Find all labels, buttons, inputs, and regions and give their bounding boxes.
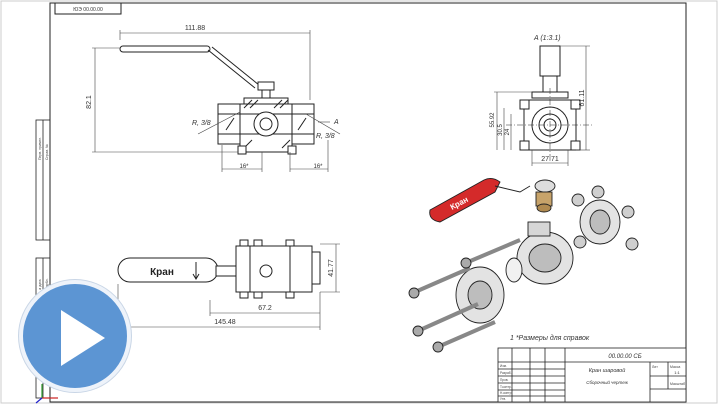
dim-view-height-a: 55.92 <box>490 112 496 128</box>
note: 1 *Размеры для справок <box>510 334 590 342</box>
left-strip-label: Перв. примен. <box>38 137 42 160</box>
view-a-dimensions <box>494 45 590 166</box>
dim-side-left: 16* <box>239 164 249 170</box>
play-button[interactable] <box>19 280 131 392</box>
title-row: Пров. <box>500 378 509 382</box>
left-strip-label: Справ. № <box>45 144 49 160</box>
handle-label: Кран <box>150 267 174 278</box>
dim-view-width: 27.71 <box>541 156 559 163</box>
dim-view-height-c: 24 <box>505 128 511 135</box>
title-scale: Масштаб <box>670 382 685 386</box>
stamp-box <box>54 2 122 15</box>
left-strip-label: Подп. и дата <box>38 279 42 300</box>
title-row: Н.контр. <box>500 391 512 395</box>
title-name-line2: Сборочный чертеж <box>586 379 628 385</box>
dim-plan-mid: 67.2 <box>258 305 272 312</box>
title-doc-number: 00.00.00 СБ <box>608 354 641 360</box>
dim-thread-left: R, 3/8 <box>192 120 211 127</box>
plan-view <box>117 239 321 299</box>
dim-total-handle: 111.88 <box>185 25 205 32</box>
axis-triad <box>35 384 58 404</box>
front-dimensions <box>92 30 341 172</box>
title-block <box>497 347 687 403</box>
exploded-view <box>408 177 639 353</box>
dim-view-height-total: 61.11 <box>579 89 586 106</box>
title-row: Т.контр. <box>500 385 512 389</box>
dim-side-right: 16* <box>313 164 323 170</box>
title-row: Утв. <box>500 397 506 401</box>
view-a <box>506 45 594 160</box>
dim-plan-height: 41.77 <box>328 259 335 277</box>
front-view <box>119 45 315 155</box>
title-row: Разраб. <box>500 371 512 375</box>
play-icon <box>61 310 105 366</box>
section-mark: A <box>333 119 339 126</box>
title-lit: Лит <box>652 365 658 369</box>
stamp-number: ЮЭ 00.00.00 <box>73 7 103 13</box>
dim-view-height-b: 30.5 <box>498 124 504 136</box>
plan-dimensions <box>117 243 340 330</box>
dim-plan-total: 145.48 <box>214 319 236 326</box>
title-mass: Масса <box>670 365 680 369</box>
dim-thread-right: R, 3/8 <box>316 133 335 140</box>
dim-height-left: 82.1 <box>86 95 93 109</box>
view-label: A (1:3.1) <box>533 35 561 42</box>
title-row: Изм. <box>500 364 507 368</box>
title-name-line1: Кран шаровой <box>589 367 626 374</box>
title-scale-value: 1:1 <box>674 370 680 375</box>
